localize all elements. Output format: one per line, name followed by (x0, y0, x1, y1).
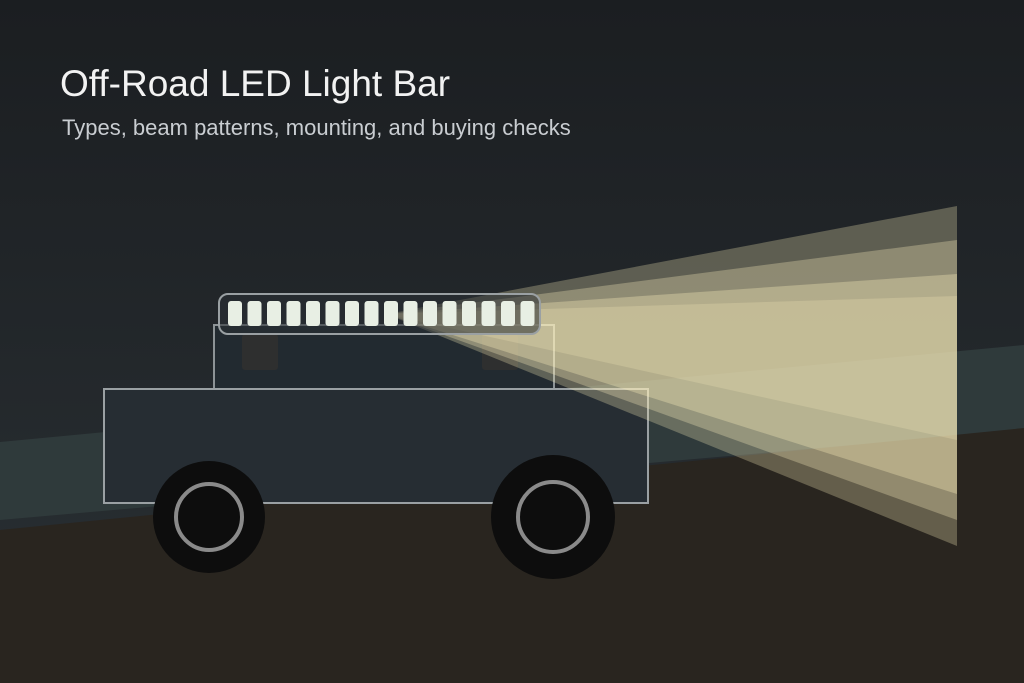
cabin-window-left (242, 334, 278, 370)
rear-rim (174, 482, 244, 552)
front-rim (516, 480, 590, 554)
led-segment (286, 301, 301, 326)
wheel-front (491, 455, 615, 579)
led-segment (481, 301, 496, 326)
wheel-rear (153, 461, 265, 573)
led-segment (442, 301, 457, 326)
led-segment (364, 301, 379, 326)
front-tire (491, 455, 615, 579)
led-segment (345, 301, 359, 326)
page-subtitle: Types, beam patterns, mounting, and buyi… (62, 115, 571, 140)
led-segment (384, 301, 398, 326)
led-segment (306, 301, 320, 326)
led-segment (247, 301, 262, 326)
led-segment (325, 301, 340, 326)
led-segment (462, 301, 476, 326)
rear-tire (153, 461, 265, 573)
cabin-window-right (482, 334, 518, 370)
led-segment (228, 301, 242, 326)
led-array (228, 301, 535, 326)
page-title: Off-Road LED Light Bar (60, 63, 451, 104)
led-segment (501, 301, 515, 326)
led-segment (520, 301, 535, 326)
beam-flood (386, 206, 957, 546)
led-segment (403, 301, 418, 326)
led-segment (423, 301, 437, 326)
led-segment (267, 301, 281, 326)
